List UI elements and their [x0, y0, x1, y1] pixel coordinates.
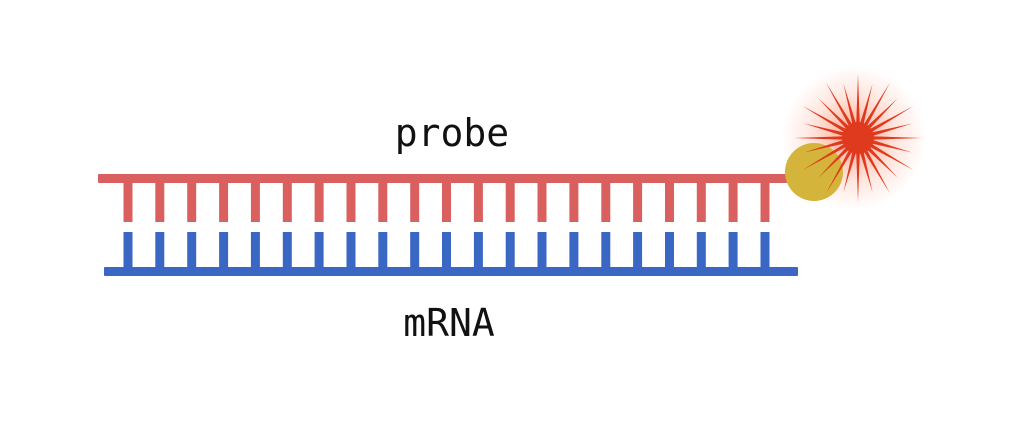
- mrna-base: [442, 232, 451, 270]
- mrna-base: [569, 232, 579, 270]
- mrna-base: [219, 232, 229, 270]
- probe-base: [378, 180, 388, 222]
- mrna-base: [696, 232, 706, 270]
- probe-base: [410, 180, 420, 222]
- mrna-base: [633, 232, 643, 270]
- mrna-base: [123, 232, 133, 270]
- mrna-base: [537, 232, 547, 270]
- mrna-teeth: [123, 232, 770, 270]
- mrna-strand: [104, 232, 798, 276]
- probe-base: [601, 180, 611, 222]
- probe-base: [346, 180, 356, 222]
- burst-core: [842, 122, 874, 154]
- mrna-base: [601, 232, 611, 270]
- probe-base: [250, 180, 260, 222]
- probe-base: [123, 180, 133, 222]
- probe-base: [282, 180, 292, 222]
- probe-base: [505, 180, 515, 222]
- probe-base: [696, 180, 706, 222]
- mrna-base: [314, 232, 324, 270]
- fluorophore-bead: [785, 143, 843, 201]
- fluorescence-burst-icon: [794, 74, 922, 202]
- mrna-base: [760, 232, 770, 270]
- probe-base: [728, 180, 738, 222]
- mrna-base: [473, 232, 483, 270]
- probe-base: [537, 180, 547, 222]
- mrna-base: [665, 232, 674, 270]
- probe-strand: [98, 174, 788, 222]
- mrna-label: mRNA: [403, 301, 495, 345]
- mrna-backbone: [104, 267, 798, 276]
- probe-base: [155, 180, 165, 222]
- mrna-base: [346, 232, 356, 270]
- fluorophore-tag: [782, 66, 926, 210]
- mrna-base: [155, 232, 165, 270]
- probe-label: probe: [395, 111, 509, 155]
- mrna-base: [410, 232, 420, 270]
- mrna-base: [250, 232, 260, 270]
- probe-base: [219, 180, 229, 222]
- mrna-base: [728, 232, 738, 270]
- probe-base: [633, 180, 643, 222]
- probe-base: [665, 180, 674, 222]
- probe-base: [473, 180, 483, 222]
- mrna-base: [505, 232, 515, 270]
- mrna-base: [187, 232, 197, 270]
- mrna-base: [282, 232, 292, 270]
- probe-base: [442, 180, 451, 222]
- mrna-base: [378, 232, 388, 270]
- probe-base: [569, 180, 579, 222]
- probe-base: [187, 180, 197, 222]
- probe-teeth: [123, 180, 770, 222]
- probe-base: [760, 180, 770, 222]
- probe-backbone: [98, 174, 788, 183]
- probe-base: [314, 180, 324, 222]
